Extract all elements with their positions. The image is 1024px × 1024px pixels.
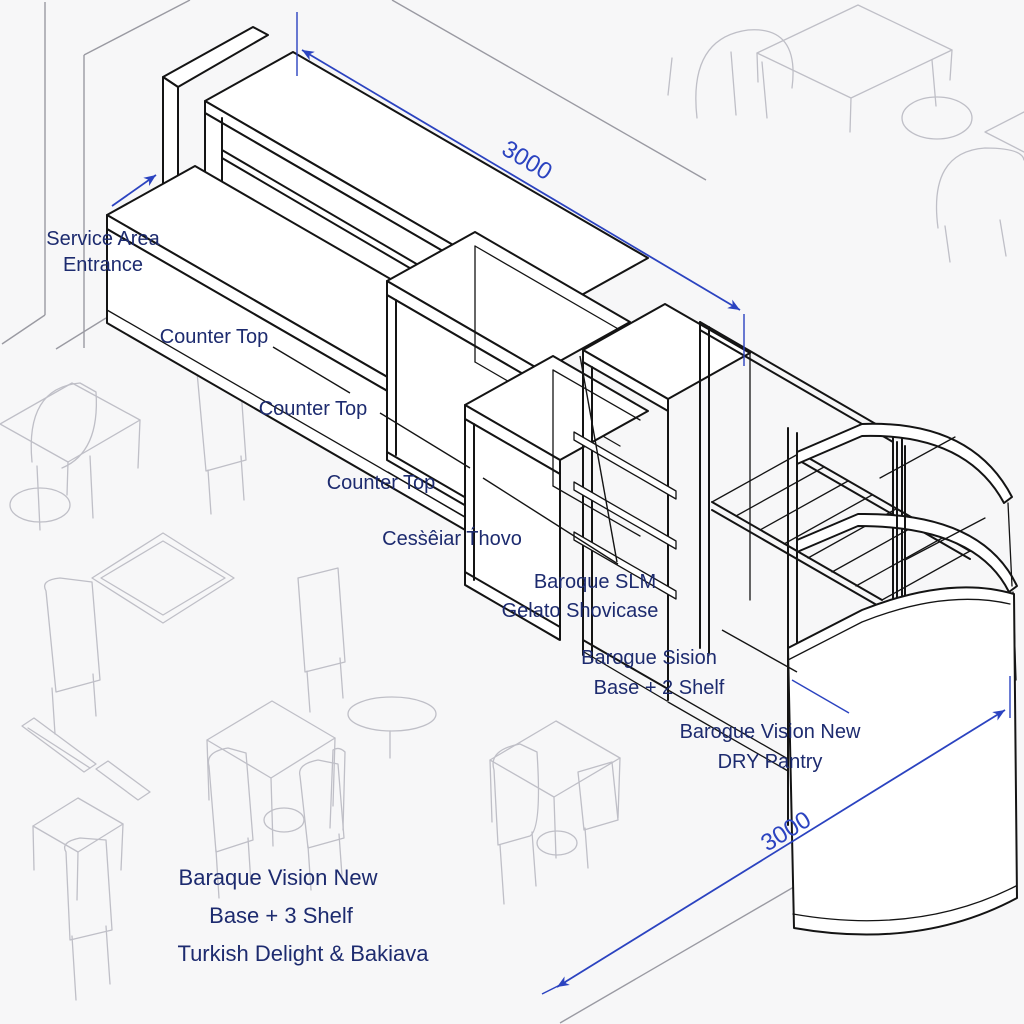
curved-mid-shelf [796, 512, 1018, 593]
wall-corner [1, 0, 191, 350]
service-entrance-arrow [111, 174, 157, 207]
sketch-bench-group-bottom-left [21, 717, 151, 1001]
label-service-area-line1: Service Area [46, 228, 160, 250]
curved-top-shelf [796, 422, 1013, 504]
label-sision-line2: Base + 2 Shelf [594, 677, 725, 699]
label-counter-top-1: Counter Top [160, 326, 269, 348]
leader-lines [272, 346, 850, 714]
open-cabinet-level-3 [464, 355, 649, 641]
showcase-shelves [573, 431, 677, 600]
dimension-line-bottom [556, 709, 1006, 988]
label-dry-pantry-line1: Barogue Vision New [680, 721, 861, 743]
label-sision-line1: Barogue Sision [581, 647, 717, 669]
gelato-showcase [573, 303, 789, 772]
label-baroque-slm-line2: Gelato Shovicase [502, 600, 659, 622]
label-vision-new-line3: Turkish Delight & Bakiava [177, 941, 429, 966]
dimension-line-top [301, 49, 741, 311]
sketch-table-group-top-right [667, 4, 1024, 263]
label-cessiar-thovo: Cess̀êiar T́hovo [382, 527, 522, 550]
label-counter-top-2: Counter Top [259, 398, 368, 420]
label-service-area-line2: Entrance [63, 254, 143, 276]
label-dry-pantry-line2: DRY Pantry [718, 751, 823, 773]
labels: Service Area Entrance Counter Top Counte… [46, 228, 861, 966]
label-vision-new-line1: Baraque Vision New [179, 865, 378, 890]
label-baroque-slm-line1: Baroque SLM [534, 571, 656, 593]
label-vision-new-line2: Base + 3 Shelf [209, 903, 354, 928]
sketch-table-group-left [0, 360, 247, 531]
sketch-diamond-table [43, 532, 437, 759]
counter-run-drawing [106, 26, 1018, 936]
label-counter-top-3: Counter Top [327, 472, 436, 494]
